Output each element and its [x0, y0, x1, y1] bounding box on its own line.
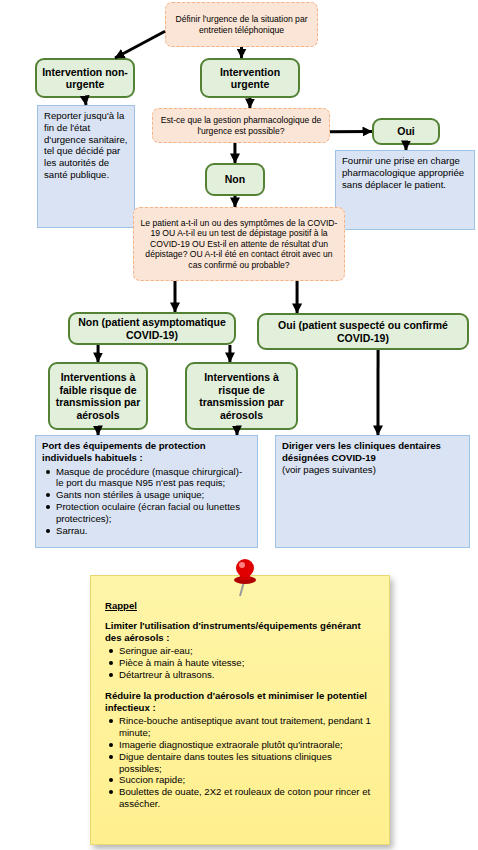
- node-text: Intervention non-urgente: [41, 66, 129, 91]
- flow-arrow: [97, 345, 100, 362]
- action-box: Diriger vers les cliniques dentaires dés…: [275, 435, 470, 548]
- node-text: Non (patient asymptomatique COVID-19): [74, 316, 230, 341]
- category-box: Interventions à faible risque de transmi…: [48, 362, 148, 430]
- sticky-note: RappelLimiter l'utilisation d'instrument…: [90, 575, 390, 845]
- bullet-item: Détartreur à ultrasons.: [105, 669, 375, 681]
- flow-arrow: [240, 47, 243, 58]
- category-box: Interventions à risque de transmission p…: [185, 362, 298, 430]
- node-text: Fournir une prise en charge pharmacologi…: [342, 155, 468, 190]
- flow-arrow: [115, 31, 165, 58]
- flow-arrow: [248, 98, 251, 108]
- decision-box: Oui: [372, 118, 440, 145]
- bullet-item: Protection oculaire (écran facial ou lun…: [42, 501, 251, 525]
- bullet-item: Rince-bouche antiseptique avant tout tra…: [105, 715, 375, 739]
- node-text: Définir l'urgence de la situation par en…: [170, 14, 313, 35]
- node-text: Intervention urgente: [206, 66, 294, 91]
- action-box: Reporter jusqu'à la fin de l'état d'urge…: [37, 105, 135, 228]
- node-text: Oui (patient suspecté ou confirmé COVID-…: [263, 319, 463, 344]
- node-text: Rappel: [105, 600, 375, 612]
- node-text: Limiter l'utilisation d'instruments/équi…: [105, 620, 375, 644]
- node-text: Le patient a-t-il un ou des symptômes de…: [138, 218, 340, 270]
- node-text: (voir pages suivantes): [282, 464, 463, 476]
- decision-box: Oui (patient suspecté ou confirmé COVID-…: [257, 313, 469, 350]
- action-box: Fournir une prise en charge pharmacologi…: [335, 150, 475, 230]
- bullet-item: Seringue air-eau;: [105, 645, 375, 657]
- node-text: Oui: [397, 125, 415, 138]
- bullet-item: Sarrau.: [42, 525, 251, 537]
- decision-box: Non: [205, 163, 265, 196]
- flow-arrow: [228, 345, 231, 362]
- bullet-item: Succion rapide;: [105, 774, 375, 786]
- flow-arrow: [233, 196, 236, 207]
- node-text: Interventions à risque de transmission p…: [191, 371, 292, 421]
- decision-box: Intervention non-urgente: [35, 58, 135, 98]
- node-text: Est-ce que la gestion pharmacologique de…: [157, 115, 325, 136]
- question-box: Le patient a-t-il un ou des symptômes de…: [133, 207, 345, 281]
- bullet-item: Gants non stériles à usage unique;: [42, 489, 251, 501]
- node-text: Diriger vers les cliniques dentaires dés…: [282, 440, 463, 464]
- node-text: Non: [225, 173, 245, 186]
- flow-arrow: [85, 98, 86, 105]
- decision-box: Non (patient asymptomatique COVID-19): [68, 312, 236, 345]
- flow-arrow: [296, 281, 299, 313]
- decision-box: Intervention urgente: [200, 58, 300, 98]
- bullet-item: Pièce à main à haute vitesse;: [105, 657, 375, 669]
- flow-arrow: [233, 143, 236, 163]
- push-pin: [228, 558, 262, 598]
- bullet-item: Imagerie diagnostique extraorale plutôt …: [105, 739, 375, 751]
- node-text: Réduire la production d'aérosols et mini…: [105, 690, 375, 714]
- flow-arrow: [330, 130, 372, 133]
- node-text: Reporter jusqu'à la fin de l'état d'urge…: [44, 110, 128, 181]
- flow-arrow: [376, 350, 379, 435]
- bullet-item: Masque de procédure (masque chirurgical)…: [42, 466, 251, 490]
- bullet-item: Digue dentaire dans toutes les situation…: [105, 751, 375, 775]
- flow-arrow: [173, 281, 176, 312]
- question-box: Est-ce que la gestion pharmacologique de…: [152, 108, 330, 143]
- question-box: Définir l'urgence de la situation par en…: [165, 2, 318, 47]
- node-text: Port des équipements de protection indiv…: [42, 440, 251, 464]
- action-box: Port des équipements de protection indiv…: [35, 435, 258, 548]
- node-text: Interventions à faible risque de transmi…: [54, 371, 142, 421]
- bullet-item: Boulettes de ouate, 2X2 et rouleaux de c…: [105, 786, 375, 810]
